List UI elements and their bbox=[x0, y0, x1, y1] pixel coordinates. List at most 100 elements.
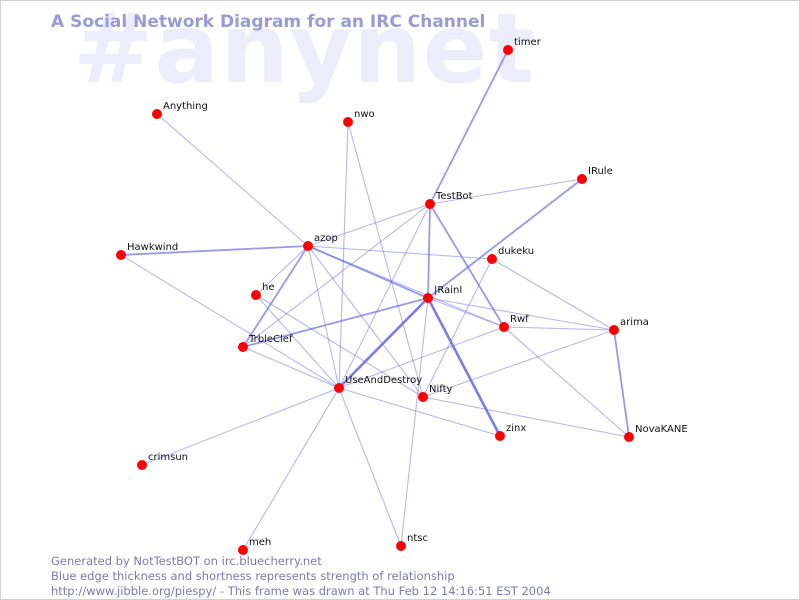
node-label: IRule bbox=[588, 166, 613, 177]
node-dot bbox=[418, 392, 428, 402]
node-label: TrbleClef bbox=[248, 334, 293, 345]
node-dot bbox=[503, 45, 513, 55]
footer-generated-line: Generated by NotTestBOT on irc.bluecherr… bbox=[51, 554, 322, 568]
node-label: TestBot bbox=[435, 191, 473, 202]
edge-useanddestroy-meh bbox=[242, 387, 340, 551]
edge-hawkwind-useanddestroy bbox=[120, 254, 340, 389]
edge-useanddestroy-crimsun bbox=[141, 387, 340, 466]
node-anything: Anything bbox=[152, 101, 208, 119]
edge-testbot-iraini bbox=[427, 203, 431, 299]
node-dot bbox=[251, 290, 261, 300]
node-arima: arima bbox=[609, 317, 649, 335]
node-azop: azop bbox=[303, 233, 338, 251]
node-testbot: TestBot bbox=[425, 191, 473, 209]
node-dot bbox=[577, 174, 587, 184]
node-label: Anything bbox=[163, 101, 208, 112]
edge-rwf-novakane bbox=[503, 326, 630, 438]
diagram-title: A Social Network Diagram for an IRC Chan… bbox=[51, 12, 486, 32]
node-dot bbox=[495, 431, 505, 441]
node-trbleclef: TrbleClef bbox=[238, 334, 293, 352]
edges-layer bbox=[120, 49, 630, 551]
node-dot bbox=[624, 432, 634, 442]
edge-trbleclef-useanddestroy bbox=[242, 346, 340, 389]
edge-rwf-useanddestroy bbox=[338, 326, 505, 389]
node-dot bbox=[343, 117, 353, 127]
node-dot bbox=[499, 322, 509, 332]
edge-azop-useanddestroy bbox=[307, 245, 340, 389]
node-label: he bbox=[262, 282, 275, 293]
footer-source-line: http://www.jibble.org/piespy/ - This fra… bbox=[51, 584, 551, 598]
edge-dukeku-nifty bbox=[422, 258, 493, 398]
edge-testbot-trbleclef bbox=[242, 203, 431, 348]
node-label: nwo bbox=[354, 109, 375, 120]
node-label: azop bbox=[314, 233, 338, 244]
node-label: Hawkwind bbox=[127, 242, 178, 253]
edge-irule-testbot bbox=[429, 178, 583, 205]
node-label: |RainI bbox=[434, 285, 462, 296]
edge-azop-he bbox=[255, 245, 309, 296]
node-hawkwind: Hawkwind bbox=[116, 242, 178, 260]
node-novakane: NovaKANE bbox=[624, 424, 688, 442]
node-label: dukeku bbox=[498, 246, 534, 257]
node-label: ntsc bbox=[407, 533, 428, 544]
edge-azop-dukeku bbox=[307, 245, 493, 260]
edge-testbot-rwf bbox=[429, 203, 505, 328]
edge-azop-nifty bbox=[307, 245, 424, 398]
node-label: meh bbox=[249, 537, 271, 548]
edge-iraini-zinx bbox=[426, 297, 502, 437]
node-meh: meh bbox=[238, 537, 271, 555]
edge-iraini-rwf bbox=[427, 297, 505, 328]
edge-timer-testbot bbox=[429, 49, 509, 205]
node-dot bbox=[425, 199, 435, 209]
node-dot bbox=[396, 541, 406, 551]
channel-watermark: #anynet bbox=[73, 0, 536, 105]
node-dot bbox=[137, 460, 147, 470]
node-label: NovaKANE bbox=[635, 424, 688, 435]
node-label: Nifty bbox=[429, 384, 453, 395]
footer-legend-line: Blue edge thickness and shortness repres… bbox=[51, 569, 455, 583]
node-dot bbox=[609, 325, 619, 335]
node-iraini: |RainI bbox=[423, 285, 462, 303]
node-irule: IRule bbox=[577, 166, 613, 184]
edge-useanddestroy-zinx bbox=[338, 387, 501, 437]
node-dot bbox=[334, 383, 344, 393]
node-timer: timer bbox=[503, 37, 542, 55]
edge-nwo-nifty bbox=[347, 121, 424, 398]
node-label: Rwf bbox=[510, 314, 529, 325]
edge-nwo-useanddestroy bbox=[338, 121, 349, 389]
edge-iraini-ntsc bbox=[400, 297, 429, 547]
node-dot bbox=[303, 241, 313, 251]
edge-arima-nifty bbox=[422, 329, 615, 398]
node-dot bbox=[423, 293, 433, 303]
node-dot bbox=[152, 109, 162, 119]
edge-anything-azop bbox=[156, 113, 309, 247]
node-zinx: zinx bbox=[495, 423, 526, 441]
edge-nifty-novakane bbox=[422, 396, 630, 438]
node-label: UseAndDestroy bbox=[345, 375, 422, 386]
node-label: arima bbox=[620, 317, 649, 328]
node-dukeku: dukeku bbox=[487, 246, 534, 264]
node-dot bbox=[487, 254, 497, 264]
edge-azop-trbleclef bbox=[242, 245, 309, 348]
node-useanddestroy: UseAndDestroy bbox=[334, 375, 422, 393]
node-dot bbox=[238, 342, 248, 352]
edge-azop-rwf bbox=[307, 245, 505, 328]
node-label: zinx bbox=[506, 423, 526, 434]
node-rwf: Rwf bbox=[499, 314, 529, 332]
node-label: timer bbox=[514, 37, 542, 48]
node-crimsun: crimsun bbox=[137, 452, 188, 470]
edge-dukeku-arima bbox=[491, 258, 615, 331]
edge-arima-novakane bbox=[613, 329, 630, 438]
node-dot bbox=[238, 545, 248, 555]
node-he: he bbox=[251, 282, 275, 300]
node-nwo: nwo bbox=[343, 109, 375, 127]
node-label: crimsun bbox=[148, 452, 188, 463]
edge-irule-iraini bbox=[427, 178, 583, 299]
node-nifty: Nifty bbox=[418, 384, 453, 402]
node-ntsc: ntsc bbox=[396, 533, 428, 551]
edge-he-useanddestroy bbox=[255, 294, 340, 389]
edge-iraini-arima bbox=[427, 297, 615, 331]
